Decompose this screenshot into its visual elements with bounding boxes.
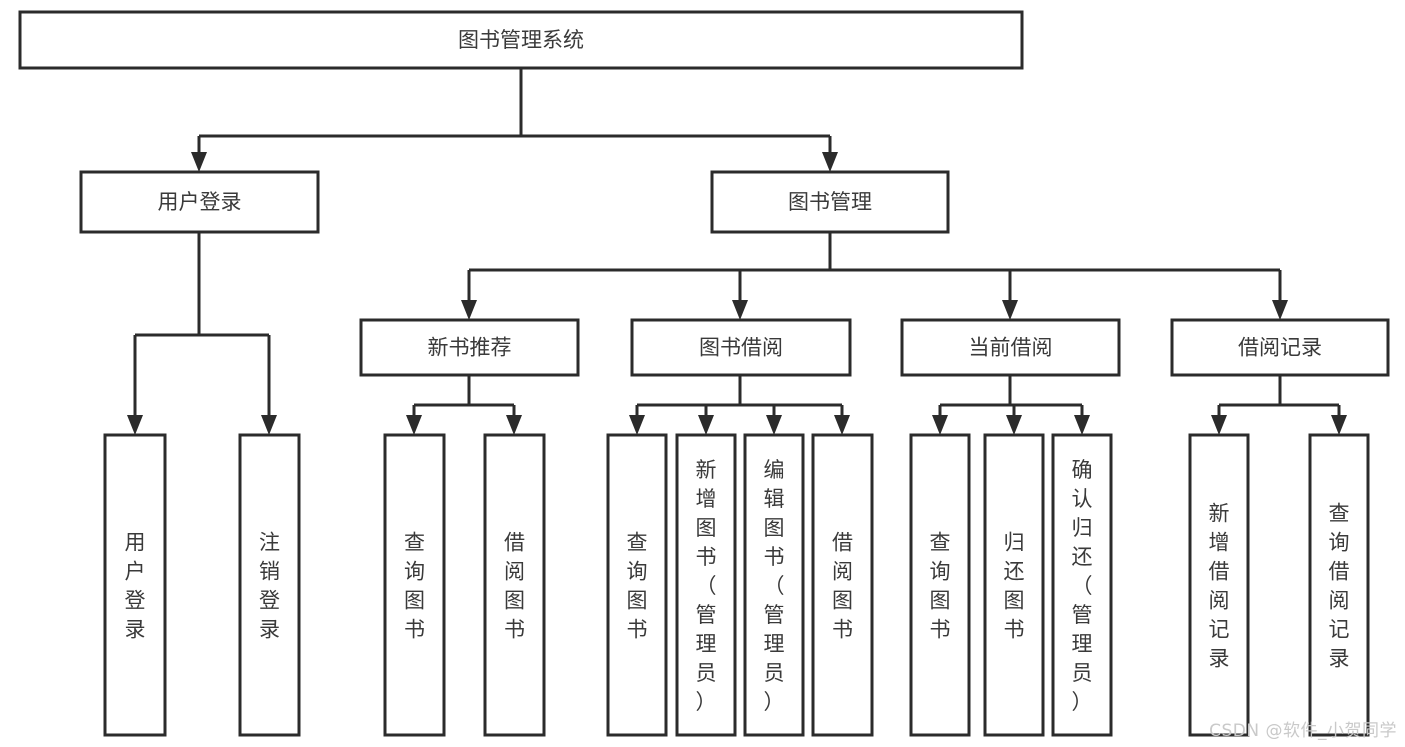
arrowhead-icon xyxy=(1211,415,1227,435)
connector-group xyxy=(461,232,1288,320)
arrowhead-icon xyxy=(261,415,277,435)
node-label: 借阅图书 xyxy=(504,531,525,642)
node-leaf-borrow-query[interactable]: 查询图书 xyxy=(606,433,668,737)
node-label: 查询借阅记录 xyxy=(1329,502,1350,671)
connector-group xyxy=(191,68,838,172)
node-box[interactable] xyxy=(383,433,446,737)
node-leaf-record-query[interactable]: 查询借阅记录 xyxy=(1308,433,1370,737)
node-label: 查询图书 xyxy=(404,531,425,642)
node-leaf-newbook-borrow[interactable]: 借阅图书 xyxy=(483,433,546,737)
node-label: 注销登录 xyxy=(259,531,280,642)
node-box[interactable] xyxy=(1188,433,1250,737)
arrowhead-icon xyxy=(461,300,477,320)
node-box[interactable] xyxy=(710,170,950,234)
arrowhead-icon xyxy=(127,415,143,435)
node-label: 图书管理 xyxy=(788,190,872,214)
arrowhead-icon xyxy=(834,415,850,435)
node-leaf-borrow-lend[interactable]: 借阅图书 xyxy=(811,433,874,737)
arrowhead-icon xyxy=(506,415,522,435)
node-box[interactable] xyxy=(675,433,737,737)
arrowhead-icon xyxy=(932,415,948,435)
connector-group xyxy=(932,375,1090,435)
node-leaf-current-confirm[interactable]: 确认归还（管理员） xyxy=(1051,433,1113,737)
arrowhead-icon xyxy=(766,415,782,435)
arrowhead-icon xyxy=(1006,415,1022,435)
node-leaf-current-query[interactable]: 查询图书 xyxy=(909,433,971,737)
node-newbook[interactable]: 新书推荐 xyxy=(359,318,580,377)
node-label: 归还图书 xyxy=(1004,531,1025,642)
node-record[interactable]: 借阅记录 xyxy=(1170,318,1390,377)
arrowhead-icon xyxy=(191,152,207,172)
node-leaf-borrow-add[interactable]: 新增图书（管理员） xyxy=(675,433,737,737)
node-label: 当前借阅 xyxy=(969,336,1053,360)
node-bookmgmt[interactable]: 图书管理 xyxy=(710,170,950,234)
node-box[interactable] xyxy=(238,433,301,737)
node-label: 查询图书 xyxy=(930,531,951,642)
node-box[interactable] xyxy=(359,318,580,377)
arrowhead-icon xyxy=(406,415,422,435)
arrowhead-icon xyxy=(1002,300,1018,320)
node-label: 新书推荐 xyxy=(428,336,512,360)
connectors-layer xyxy=(127,68,1347,435)
node-leaf-borrow-edit[interactable]: 编辑图书（管理员） xyxy=(743,433,805,737)
node-label: 借阅图书 xyxy=(832,531,853,642)
node-box[interactable] xyxy=(79,170,320,234)
watermark: CSDN @软件_小贺同学 xyxy=(1209,721,1397,741)
connector-group xyxy=(629,375,850,435)
node-label: 查询图书 xyxy=(627,531,648,642)
arrowhead-icon xyxy=(1272,300,1288,320)
node-leaf-current-return[interactable]: 归还图书 xyxy=(983,433,1045,737)
node-label: 新增图书（管理员） xyxy=(696,458,717,714)
connector-group xyxy=(1211,375,1347,435)
node-box[interactable] xyxy=(606,433,668,737)
node-label: 图书管理系统 xyxy=(458,28,584,52)
arrowhead-icon xyxy=(822,152,838,172)
node-leaf-user-logout[interactable]: 注销登录 xyxy=(238,433,301,737)
node-borrow[interactable]: 图书借阅 xyxy=(630,318,852,377)
node-label: 新增借阅记录 xyxy=(1209,502,1230,671)
arrowhead-icon xyxy=(1074,415,1090,435)
node-box[interactable] xyxy=(630,318,852,377)
node-box[interactable] xyxy=(18,10,1024,70)
node-label: 借阅记录 xyxy=(1238,336,1322,360)
node-label: 图书借阅 xyxy=(699,336,783,360)
node-leaf-user-login[interactable]: 用户登录 xyxy=(103,433,167,737)
arrowhead-icon xyxy=(1331,415,1347,435)
node-box[interactable] xyxy=(900,318,1121,377)
connector-group xyxy=(127,232,277,435)
node-login[interactable]: 用户登录 xyxy=(79,170,320,234)
node-box[interactable] xyxy=(909,433,971,737)
node-box[interactable] xyxy=(103,433,167,737)
node-box[interactable] xyxy=(1308,433,1370,737)
node-leaf-record-add[interactable]: 新增借阅记录 xyxy=(1188,433,1250,737)
node-root[interactable]: 图书管理系统 xyxy=(18,10,1024,70)
node-label: 编辑图书（管理员） xyxy=(764,458,785,714)
arrowhead-icon xyxy=(732,300,748,320)
node-label: 用户登录 xyxy=(158,190,242,214)
node-box[interactable] xyxy=(1170,318,1390,377)
node-label: 确认归还（管理员） xyxy=(1072,458,1093,714)
nodes-layer: 图书管理系统用户登录图书管理新书推荐图书借阅当前借阅借阅记录用户登录注销登录查询… xyxy=(18,10,1390,737)
arrowhead-icon xyxy=(629,415,645,435)
node-box[interactable] xyxy=(483,433,546,737)
node-box[interactable] xyxy=(811,433,874,737)
connector-group xyxy=(406,375,522,435)
node-leaf-newbook-query[interactable]: 查询图书 xyxy=(383,433,446,737)
node-current[interactable]: 当前借阅 xyxy=(900,318,1121,377)
node-label: 用户登录 xyxy=(125,531,146,642)
arrowhead-icon xyxy=(698,415,714,435)
node-box[interactable] xyxy=(983,433,1045,737)
node-box[interactable] xyxy=(743,433,805,737)
node-box[interactable] xyxy=(1051,433,1113,737)
